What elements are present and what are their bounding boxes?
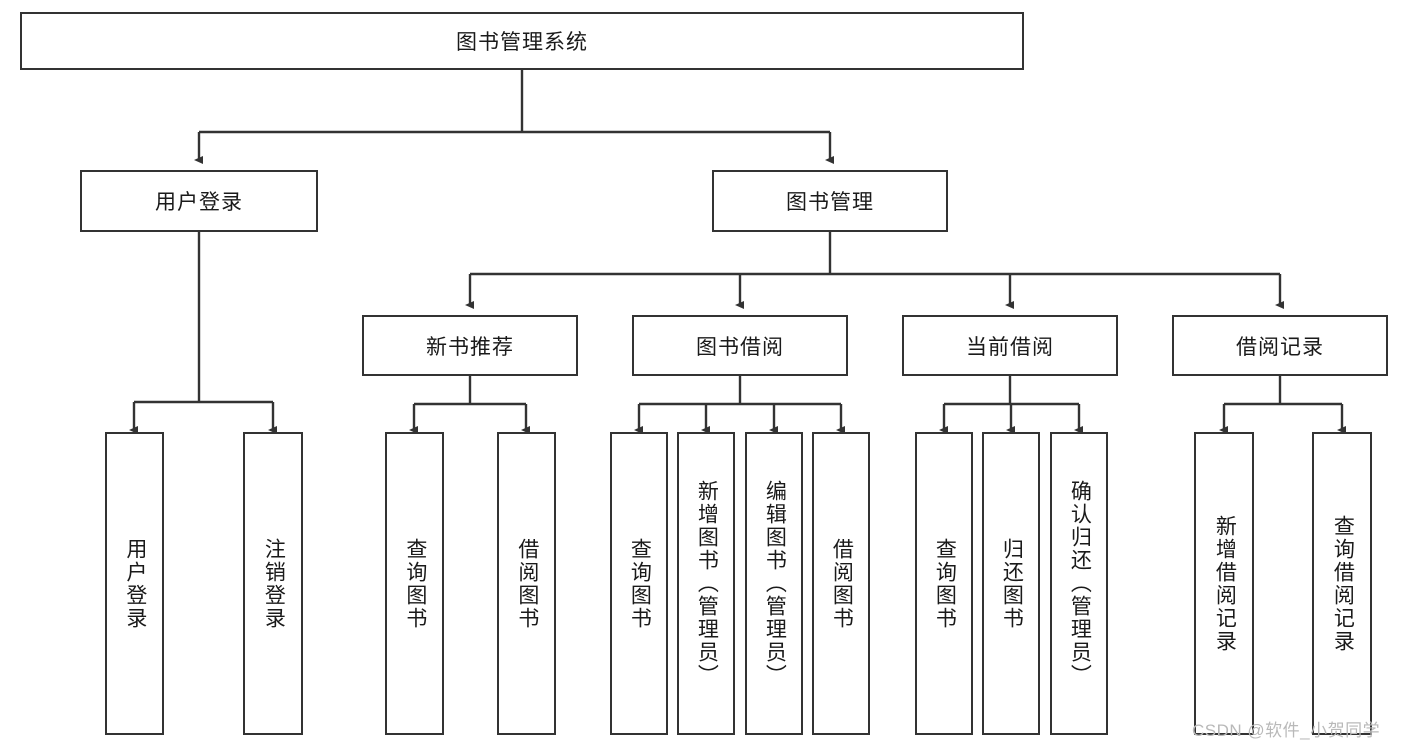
node-current-borrow[interactable]: 当前借阅 (902, 315, 1118, 376)
node-label: 编辑图书（管理员） (763, 480, 787, 687)
node-label: 用户登录 (155, 191, 243, 214)
node-leaf-query-book-1[interactable]: 查询图书 (385, 432, 444, 735)
watermark-text: CSDN @软件_小贺同学 (1192, 721, 1381, 740)
node-leaf-logout-login[interactable]: 注销登录 (243, 432, 303, 735)
node-user-login[interactable]: 用户登录 (80, 170, 318, 232)
node-label: 借阅图书 (830, 537, 854, 630)
node-label: 注销登录 (262, 537, 286, 630)
node-leaf-add-book[interactable]: 新增图书（管理员） (677, 432, 735, 735)
node-leaf-confirm-return[interactable]: 确认归还（管理员） (1050, 432, 1108, 735)
node-label: 查询图书 (933, 537, 957, 630)
node-label: 查询借阅记录 (1331, 514, 1355, 653)
node-leaf-user-login[interactable]: 用户登录 (105, 432, 164, 735)
node-label: 图书管理系统 (456, 31, 588, 54)
node-label: 新书推荐 (426, 335, 514, 359)
node-label: 用户登录 (123, 537, 147, 630)
node-leaf-query-record[interactable]: 查询借阅记录 (1312, 432, 1372, 735)
node-leaf-return-book[interactable]: 归还图书 (982, 432, 1040, 735)
node-book-management-system[interactable]: 图书管理系统 (20, 12, 1024, 70)
node-label: 图书管理 (786, 191, 874, 214)
node-leaf-borrow-book-2[interactable]: 借阅图书 (812, 432, 870, 735)
node-label: 当前借阅 (966, 335, 1054, 359)
node-leaf-borrow-book-1[interactable]: 借阅图书 (497, 432, 556, 735)
node-leaf-edit-book[interactable]: 编辑图书（管理员） (745, 432, 803, 735)
node-label: 查询图书 (628, 537, 652, 630)
node-label: 借阅图书 (515, 537, 539, 630)
node-label: 新增借阅记录 (1213, 514, 1237, 653)
node-book-manage[interactable]: 图书管理 (712, 170, 948, 232)
node-label: 查询图书 (403, 537, 427, 630)
node-leaf-query-book-3[interactable]: 查询图书 (915, 432, 973, 735)
node-new-book-recommend[interactable]: 新书推荐 (362, 315, 578, 376)
node-leaf-add-record[interactable]: 新增借阅记录 (1194, 432, 1254, 735)
node-borrow-record[interactable]: 借阅记录 (1172, 315, 1388, 376)
node-label: 归还图书 (1000, 537, 1024, 630)
node-label: 图书借阅 (696, 335, 784, 359)
node-book-borrow[interactable]: 图书借阅 (632, 315, 848, 376)
node-leaf-query-book-2[interactable]: 查询图书 (610, 432, 668, 735)
node-label: 借阅记录 (1236, 335, 1324, 359)
node-label: 确认归还（管理员） (1068, 480, 1092, 687)
node-label: 新增图书（管理员） (695, 480, 719, 687)
